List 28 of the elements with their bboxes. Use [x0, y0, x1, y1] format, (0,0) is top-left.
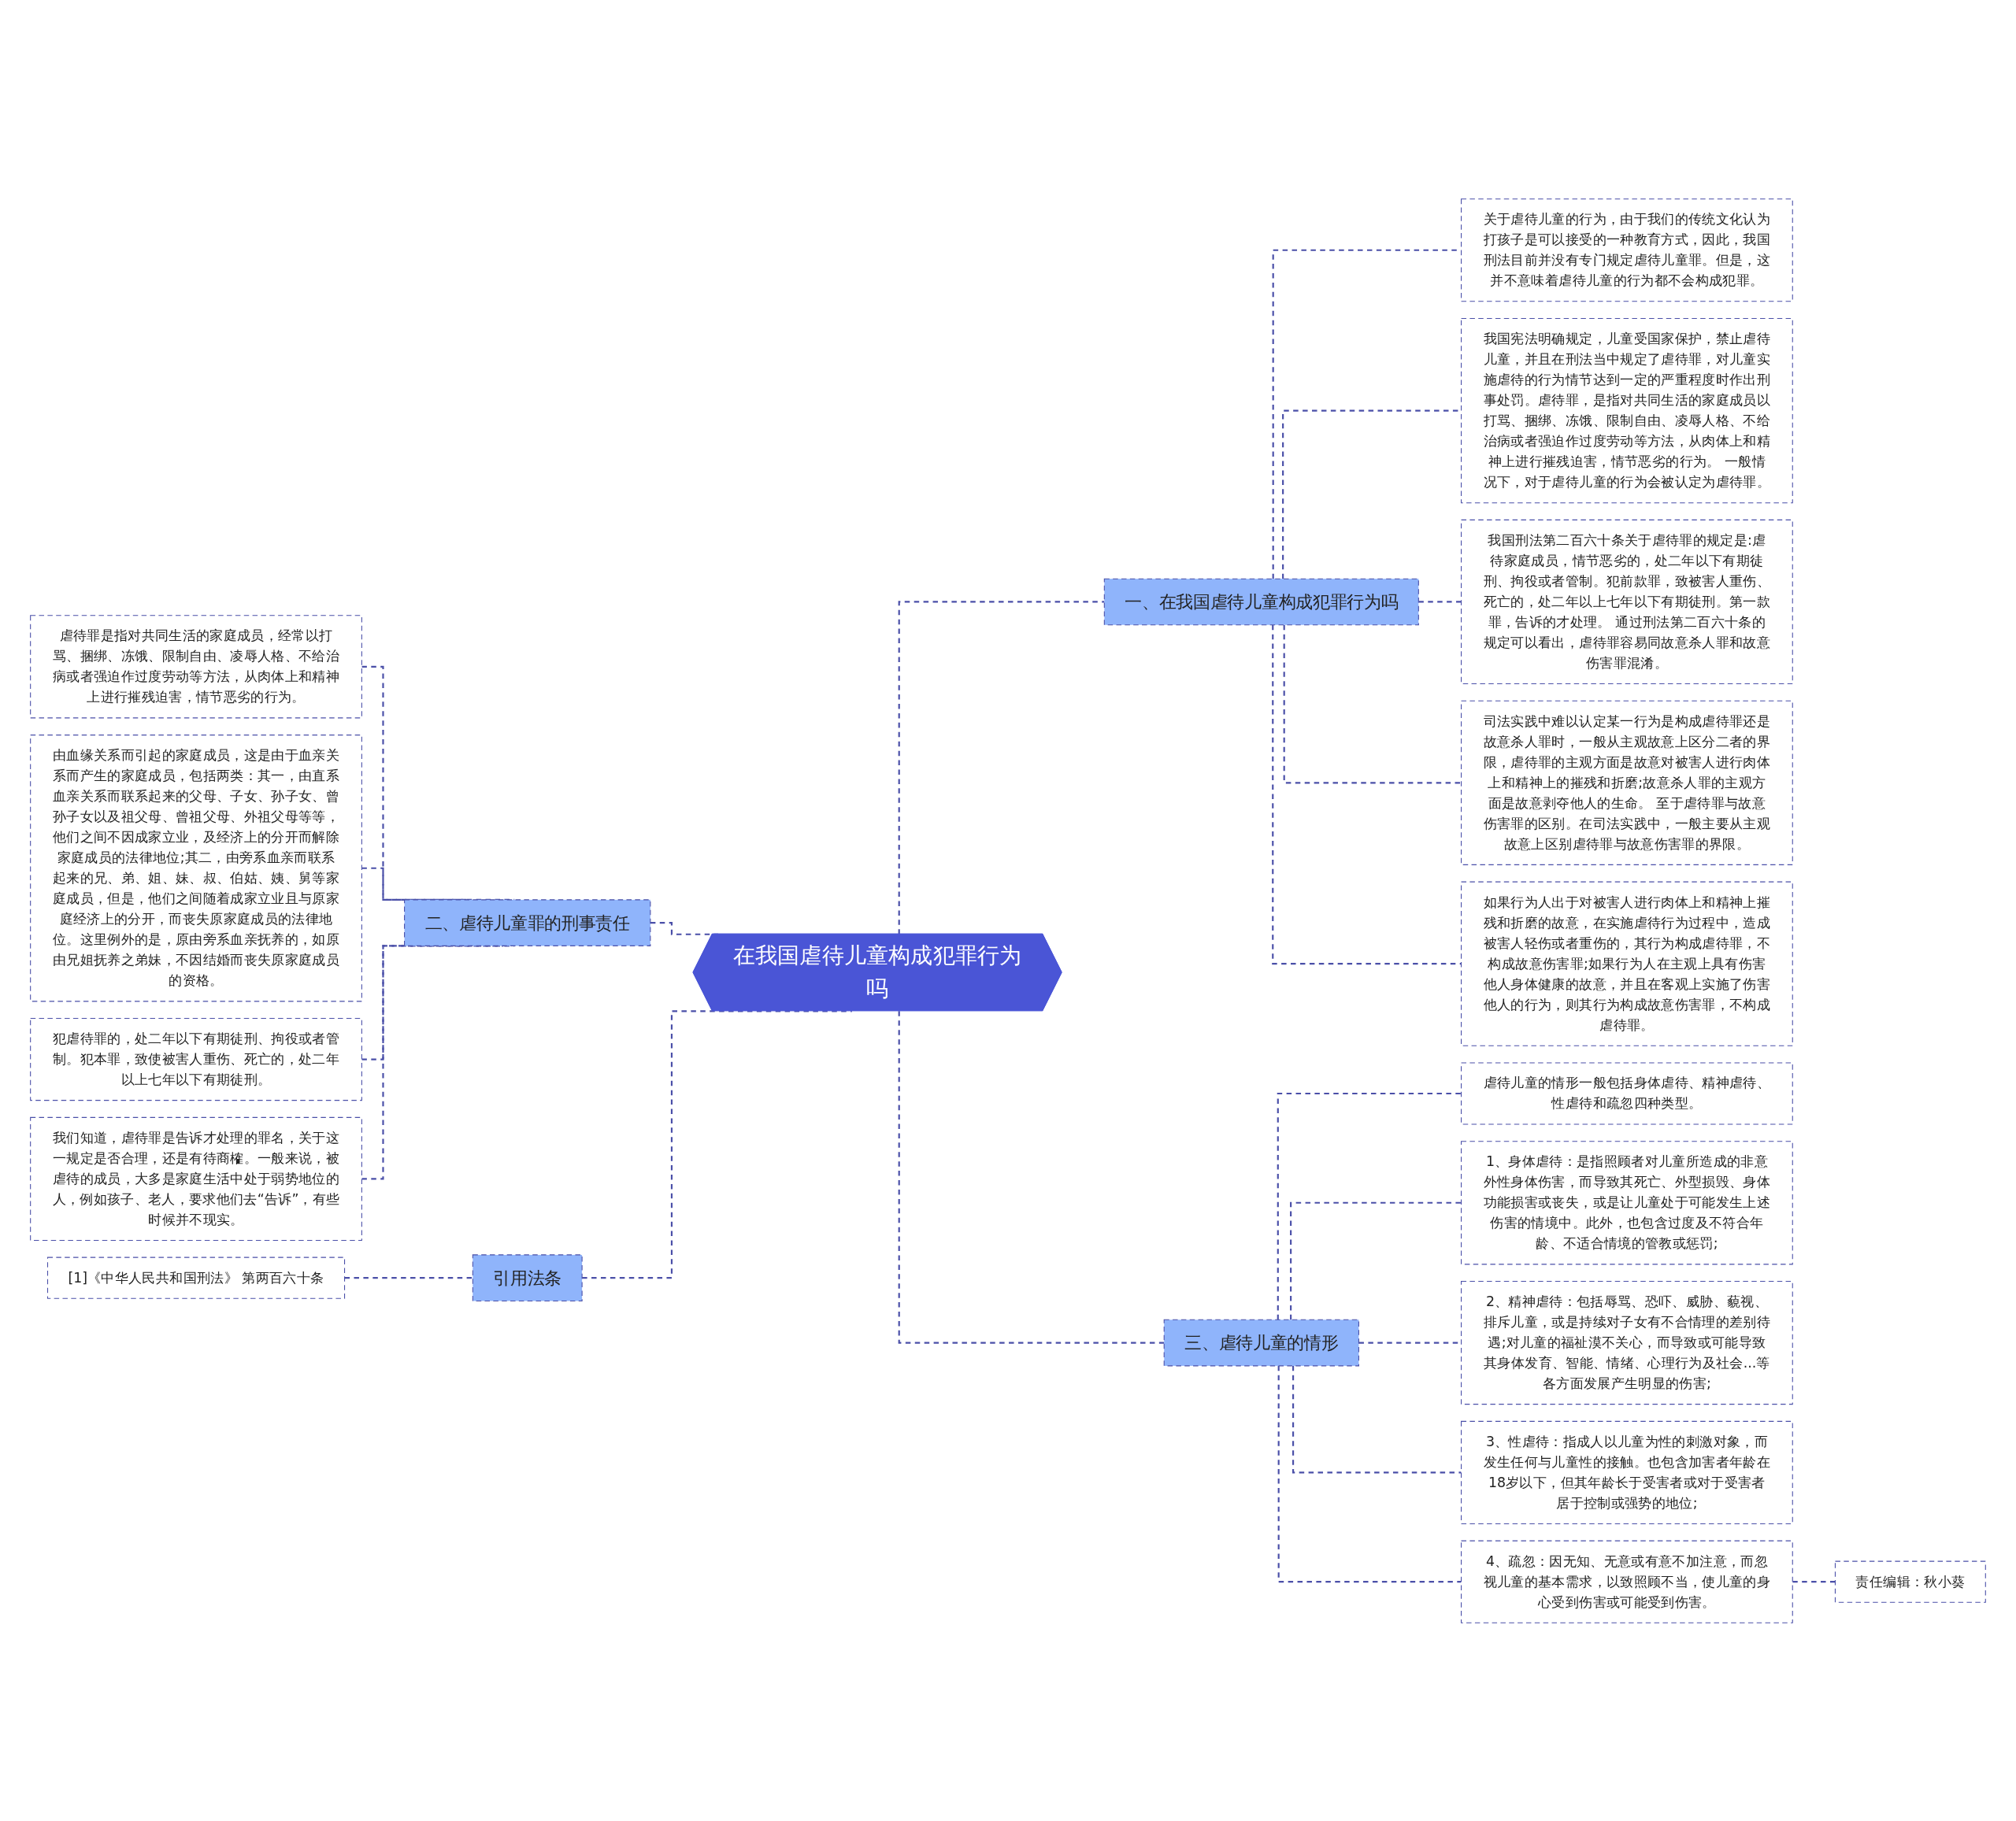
node-box: 1、身体虐待：是指照顾者对儿童所造成的非意外性身体伤害，而导致其死亡、外型损毁、身体功能损害或丧失，或是让儿童处于可能发生上述伤害的情境中。此外，也包含过度及不符合年龄、不适合情境的管教或惩罚;	[1461, 1140, 1793, 1264]
node-box: 我们知道，虐待罪是告诉才处理的罪名，关于这一规定是否合理，还是有待商榷。一般来说，被虐待的成员，大多是家庭生活中处于弱势地位的人，例如孩子、老人，要求他们去“告诉”，有些时候并不现实。	[30, 1116, 362, 1241]
node-box: 2、精神虐待：包括辱骂、恐吓、威胁、藐视、排斥儿童，或是持续对子女有不合情理的差别待遇;对儿童的福祉漠不关心，而导致或可能导致其身体发育、智能、情绪、心理行为及社会...等各方面发展产生明显的伤害;	[1461, 1280, 1793, 1405]
connector	[898, 600, 1105, 935]
node-box: 引用法条	[472, 1253, 583, 1301]
connector	[1292, 1365, 1462, 1474]
node-box: 三、虐待儿童的情形	[1163, 1319, 1359, 1366]
connector	[1277, 1365, 1462, 1582]
connector	[1283, 624, 1462, 783]
node-box: 如果行为人出于对被害人进行肉体上和精神上摧残和折磨的故意，在实施虐待行为过程中，造成被害人轻伤或者重伤的，其行为构成虐待罪，不构成故意伤害罪;如果行为人在主观上具有伤害他人身体健康的故意，并且在客观上实施了伤害他人的行为，则其行为构成故意伤害罪，不构成虐待罪。	[1461, 881, 1793, 1046]
connector	[1272, 624, 1462, 964]
node-box: 我国宪法明确规定，儿童受国家保护，禁止虐待儿童，并且在刑法当中规定了虐待罪，对儿童实施虐待的行为情节达到一定的严重程度时作出刑事处罚。虐待罪，是指对共同生活的家庭成员以打骂、捆绑、冻饿、限制自由、凌辱人格、不给治病或者强迫作过度劳动等方法，从肉体上和精神上进行摧残迫害，情节恶劣的行为。 一般情况下，对于虐待儿童的行为会被认定为虐待罪。	[1461, 317, 1793, 503]
node-box: [1]《中华人民共和国刑法》 第两百六十条	[47, 1257, 346, 1299]
node-box: 犯虐待罪的，处二年以下有期徒刑、拘役或者管制。犯本罪，致使被害人重伤、死亡的，处二年以上七年以下有期徒刑。	[30, 1017, 362, 1101]
connector	[1290, 1201, 1462, 1319]
node-box: 虐待儿童的情形一般包括身体虐待、精神虐待、性虐待和疏忽四种类型。	[1461, 1061, 1793, 1125]
node-box: 虐待罪是指对共同生活的家庭成员，经常以打骂、捆绑、冻饿、限制自由、凌辱人格、不给治病或者强迫作过度劳动等方法，从肉体上和精神上进行摧残迫害，情节恶劣的行为。	[30, 614, 362, 718]
connector	[898, 1010, 1165, 1344]
node-box: 我国刑法第二百六十条关于虐待罪的规定是:虐待家庭成员，情节恶劣的，处二年以下有期徒刑、拘役或者管制。犯前款罪，致被害人重伤、死亡的，处二年以上七年以下有期徒刑。第一款罪，告诉的才处理。 通过刑法第二百六十条的规定可以看出，虐待罪容易同故意杀人罪和故意伤害罪混淆。	[1461, 519, 1793, 684]
node-box: 关于虐待儿童的行为，由于我们的传统文化认为打孩子是可以接受的一种教育方式，因此，我国刑法目前并没有专门规定虐待儿童罪。但是，这并不意味着虐待儿童的行为都不会构成犯罪。	[1461, 198, 1793, 302]
node-box: 一、在我国虐待儿童构成犯罪行为吗	[1103, 578, 1419, 625]
node-box: 4、疏忽：因无知、无意或有意不加注意，而忽视儿童的基本需求，以致照顾不当，使儿童的身心受到伤害或可能受到伤害。	[1461, 1540, 1793, 1623]
node-box: 责任编辑：秋小葵	[1834, 1560, 1986, 1603]
node-box: 司法实践中难以认定某一行为是构成虐待罪还是故意杀人罪时，一般从主观故意上区分二者的界限，虐待罪的主观方面是故意对被害人进行肉体上和精神上的摧残和折磨;故意杀人罪的主观方面是故意剥夺他人的生命。 至于虐待罪与故意伤害罪的区别。在司法实践中，一般主要从主观故意上区别虐待罪与故意伤害罪的界限。	[1461, 700, 1793, 865]
node-box: 3、性虐待：指成人以儿童为性的刺激对象，而发生任何与儿童性的接触。也包含加害者年龄在18岁以下，但其年龄长于受害者或对于受害者居于控制或强势的地位;	[1461, 1420, 1793, 1524]
connector	[1277, 1092, 1462, 1319]
node-box: 由血缘关系而引起的家庭成员，这是由于血亲关系而产生的家庭成员，包括两类：其一，由直系血亲关系而联系起来的父母、子女、孙子女、曾孙子女以及祖父母、曾祖父母、外祖父母等等，他们之间不因成家立业，及经济上的分开而解除家庭成员的法律地位;其二，由旁系血亲而联系起来的兄、弟、姐、妹、叔、伯姑、姨、舅等家庭成员，但是，他们之间随着成家立业且与原家庭经济上的分开，而丧失原家庭成员的法律地位。这里例外的是，原由旁系血亲抚养的，如原由兄姐抚养之弟妹，不因结婚而丧失原家庭成员的资格。	[30, 734, 362, 1001]
node-box: 二、虐待儿童罪的刑事责任	[404, 898, 651, 946]
